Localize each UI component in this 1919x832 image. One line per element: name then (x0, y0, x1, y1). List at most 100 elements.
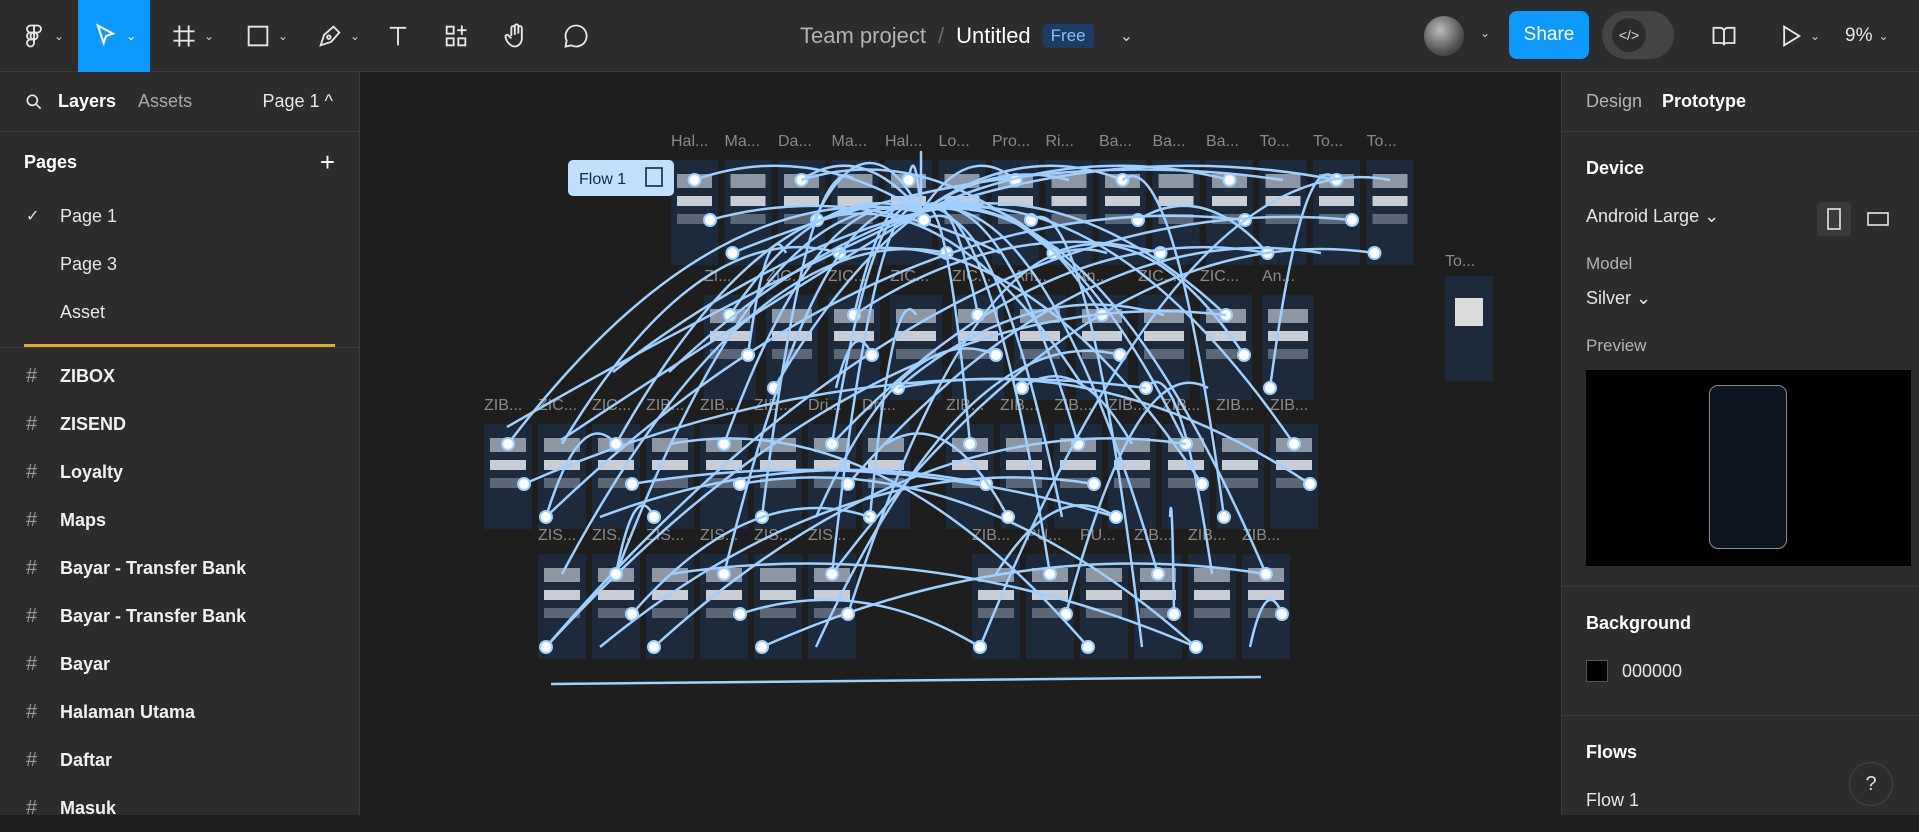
prototype-frame[interactable] (1445, 276, 1493, 381)
avatar-chevron-icon[interactable]: ⌄ (1480, 26, 1491, 40)
page-label: Asset (60, 301, 106, 322)
flow-start-label[interactable] (568, 160, 674, 196)
connector-node (973, 640, 987, 654)
tab-layers[interactable]: Layers (58, 91, 117, 111)
team-breadcrumb[interactable]: Team project (800, 23, 926, 48)
frame-label: To... (1445, 253, 1475, 270)
zoom-control[interactable]: 9% ⌄ (1845, 25, 1889, 46)
layer-label: ZIBOX (60, 365, 116, 386)
right-panel-tabs: Design Prototype (1562, 72, 1919, 132)
model-select[interactable]: Silver ⌄ (1586, 287, 1652, 308)
connector-node (1259, 567, 1273, 581)
device-select[interactable]: Android Large ⌄ (1586, 205, 1720, 226)
connector-node (717, 567, 731, 581)
canvas-frames[interactable]: Hal...Ma...Da...Ma...Hal...Lo...Pro...Ri… (361, 72, 1561, 815)
landscape-icon[interactable] (1861, 202, 1895, 236)
page-item[interactable]: ✓ Page 1 (0, 192, 359, 240)
tab-prototype[interactable]: Prototype (1662, 91, 1747, 111)
connector-node (539, 510, 553, 524)
layer-label: Bayar (60, 653, 111, 674)
library-button[interactable] (1704, 0, 1744, 72)
frame-content (1032, 608, 1068, 618)
text-t-icon (389, 26, 407, 46)
shape-tool-button[interactable]: ⌄ (238, 0, 294, 72)
page-item[interactable]: Page 3 (0, 240, 359, 288)
layer-item[interactable]: #Daftar (0, 736, 359, 784)
frame-content (814, 590, 850, 600)
frame-label: Ri... (1046, 133, 1074, 150)
tab-assets[interactable]: Assets (138, 91, 193, 111)
connector-arrow (830, 207, 922, 575)
frame-icon: # (26, 700, 38, 723)
portrait-icon[interactable] (1817, 202, 1851, 236)
flow-item[interactable]: Flow 1 (1586, 789, 1640, 810)
connector-node (865, 348, 879, 362)
connector-node (1167, 607, 1181, 621)
layer-item[interactable]: #ZISEND (0, 400, 359, 448)
move-tool-button[interactable]: ⌄ (78, 0, 150, 72)
pen-tool-button[interactable]: ⌄ (310, 0, 366, 72)
frame-label: ZIB... (972, 527, 1010, 544)
frame-content (868, 460, 904, 470)
connector-node (963, 437, 977, 451)
connector-arrow (722, 205, 922, 445)
dev-mode-toggle[interactable]: </> (1602, 11, 1674, 59)
text-tool-button[interactable] (378, 0, 418, 72)
hand-icon (504, 23, 523, 48)
frame-content (952, 460, 988, 470)
layer-label: Maps (60, 509, 107, 530)
page-item[interactable]: Asset (0, 288, 359, 336)
connector-arrow (978, 175, 1391, 648)
search-icon[interactable] (24, 92, 44, 112)
frame-content (1006, 460, 1042, 470)
share-button[interactable]: Share (1509, 11, 1589, 59)
connector-node (1263, 381, 1277, 395)
tab-design[interactable]: Design (1586, 91, 1643, 111)
layer-item[interactable]: #Maps (0, 496, 359, 544)
file-name[interactable]: Untitled (956, 23, 1031, 48)
connector-arrow (834, 339, 874, 389)
page-selector[interactable]: Page 1 ^ (262, 91, 334, 111)
frame-label: Ba... (1153, 133, 1186, 150)
connector-arrow (612, 210, 922, 373)
frame-icon: # (26, 460, 38, 483)
color-swatch[interactable] (1586, 660, 1608, 682)
frame-content (544, 460, 580, 470)
frame-content (706, 590, 742, 600)
frame-content (896, 349, 936, 359)
layer-item[interactable]: #Bayar - Transfer Bank (0, 592, 359, 640)
frame-content (1140, 608, 1176, 618)
comment-tool-button[interactable] (556, 0, 596, 72)
frame-content (1086, 590, 1122, 600)
layer-item[interactable]: #Loyalty (0, 448, 359, 496)
layer-item[interactable]: #Bayar - Transfer Bank (0, 544, 359, 592)
layer-item[interactable]: #Masuk (0, 784, 359, 832)
frame-content (1268, 331, 1308, 341)
device-preview (1586, 370, 1911, 566)
background-color-field[interactable]: 000000 (1562, 647, 1919, 695)
present-button[interactable]: ⌄ (1770, 0, 1826, 72)
layer-item[interactable]: #Halaman Utama (0, 688, 359, 736)
user-avatar[interactable] (1424, 16, 1464, 56)
main-menu-button[interactable]: ⌄ (14, 0, 70, 72)
connector-node (1081, 640, 1095, 654)
connector-arrow (599, 476, 1095, 648)
frame-content (760, 460, 796, 470)
pages-resize-handle[interactable] (24, 344, 335, 347)
add-page-icon[interactable]: + (319, 146, 335, 177)
connector-arrow (897, 303, 1165, 389)
connector-arrow (920, 164, 1337, 214)
frame-tool-button[interactable]: ⌄ (164, 0, 220, 72)
phone-frame (1709, 385, 1787, 549)
file-menu-chevron-icon[interactable]: ⌄ (1119, 28, 1134, 45)
design-canvas[interactable]: Hal...Ma...Da...Ma...Hal...Lo...Pro...Ri… (361, 72, 1561, 815)
frame-content (1105, 214, 1140, 224)
frame-content (784, 214, 819, 224)
layer-item[interactable]: #ZIBOX (0, 352, 359, 400)
layer-item[interactable]: #Bayar (0, 640, 359, 688)
hand-tool-button[interactable] (496, 0, 536, 72)
resources-tool-button[interactable] (436, 0, 476, 72)
background-hex[interactable]: 000000 (1622, 660, 1683, 681)
help-button[interactable]: ? (1849, 762, 1893, 806)
frame-label: ZIB... (484, 397, 522, 414)
